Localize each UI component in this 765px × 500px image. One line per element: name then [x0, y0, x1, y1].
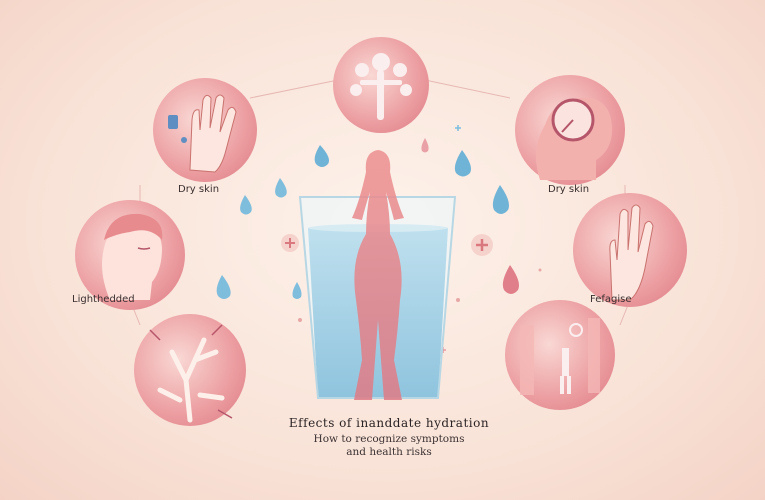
nerve-tree-circle: [333, 37, 429, 133]
water-drop-icon: [275, 178, 287, 198]
plus-markers: [281, 125, 493, 353]
water-drop-icon: [421, 138, 429, 153]
dry-skin-hand-circle: [153, 78, 257, 182]
water-drop-icon: [292, 282, 302, 299]
subtitle-line-2: and health risks: [346, 446, 432, 458]
water-drops: [216, 138, 519, 299]
fatigue-hand-circle: [573, 193, 687, 307]
page-subtitle: How to recognize symptoms and health ris…: [244, 433, 534, 459]
water-drop-icon: [314, 145, 329, 167]
water-drop-icon: [454, 150, 471, 177]
label-mid-left: Lighthedded: [72, 294, 135, 305]
lightheaded-face-circle: [75, 200, 185, 310]
water-drop-icon: [492, 185, 509, 214]
human-figure: [352, 150, 404, 400]
label-mid-right: Fefagise: [590, 294, 632, 305]
label-top-left: Dry skin: [178, 184, 219, 195]
head-clock-circle: [515, 75, 625, 185]
water-drop-icon: [240, 195, 252, 215]
sparkles: [298, 268, 542, 322]
water-drop-icon: [502, 265, 519, 294]
subtitle-line-1: How to recognize symptoms: [313, 433, 465, 445]
water-drop-icon: [216, 275, 231, 299]
fatigue-figure-circle: [505, 300, 615, 410]
cramp-hand-circle: [134, 314, 246, 426]
page-title: Effects of inanddate hydration: [288, 416, 490, 430]
label-top-right: Dry skin: [548, 184, 589, 195]
